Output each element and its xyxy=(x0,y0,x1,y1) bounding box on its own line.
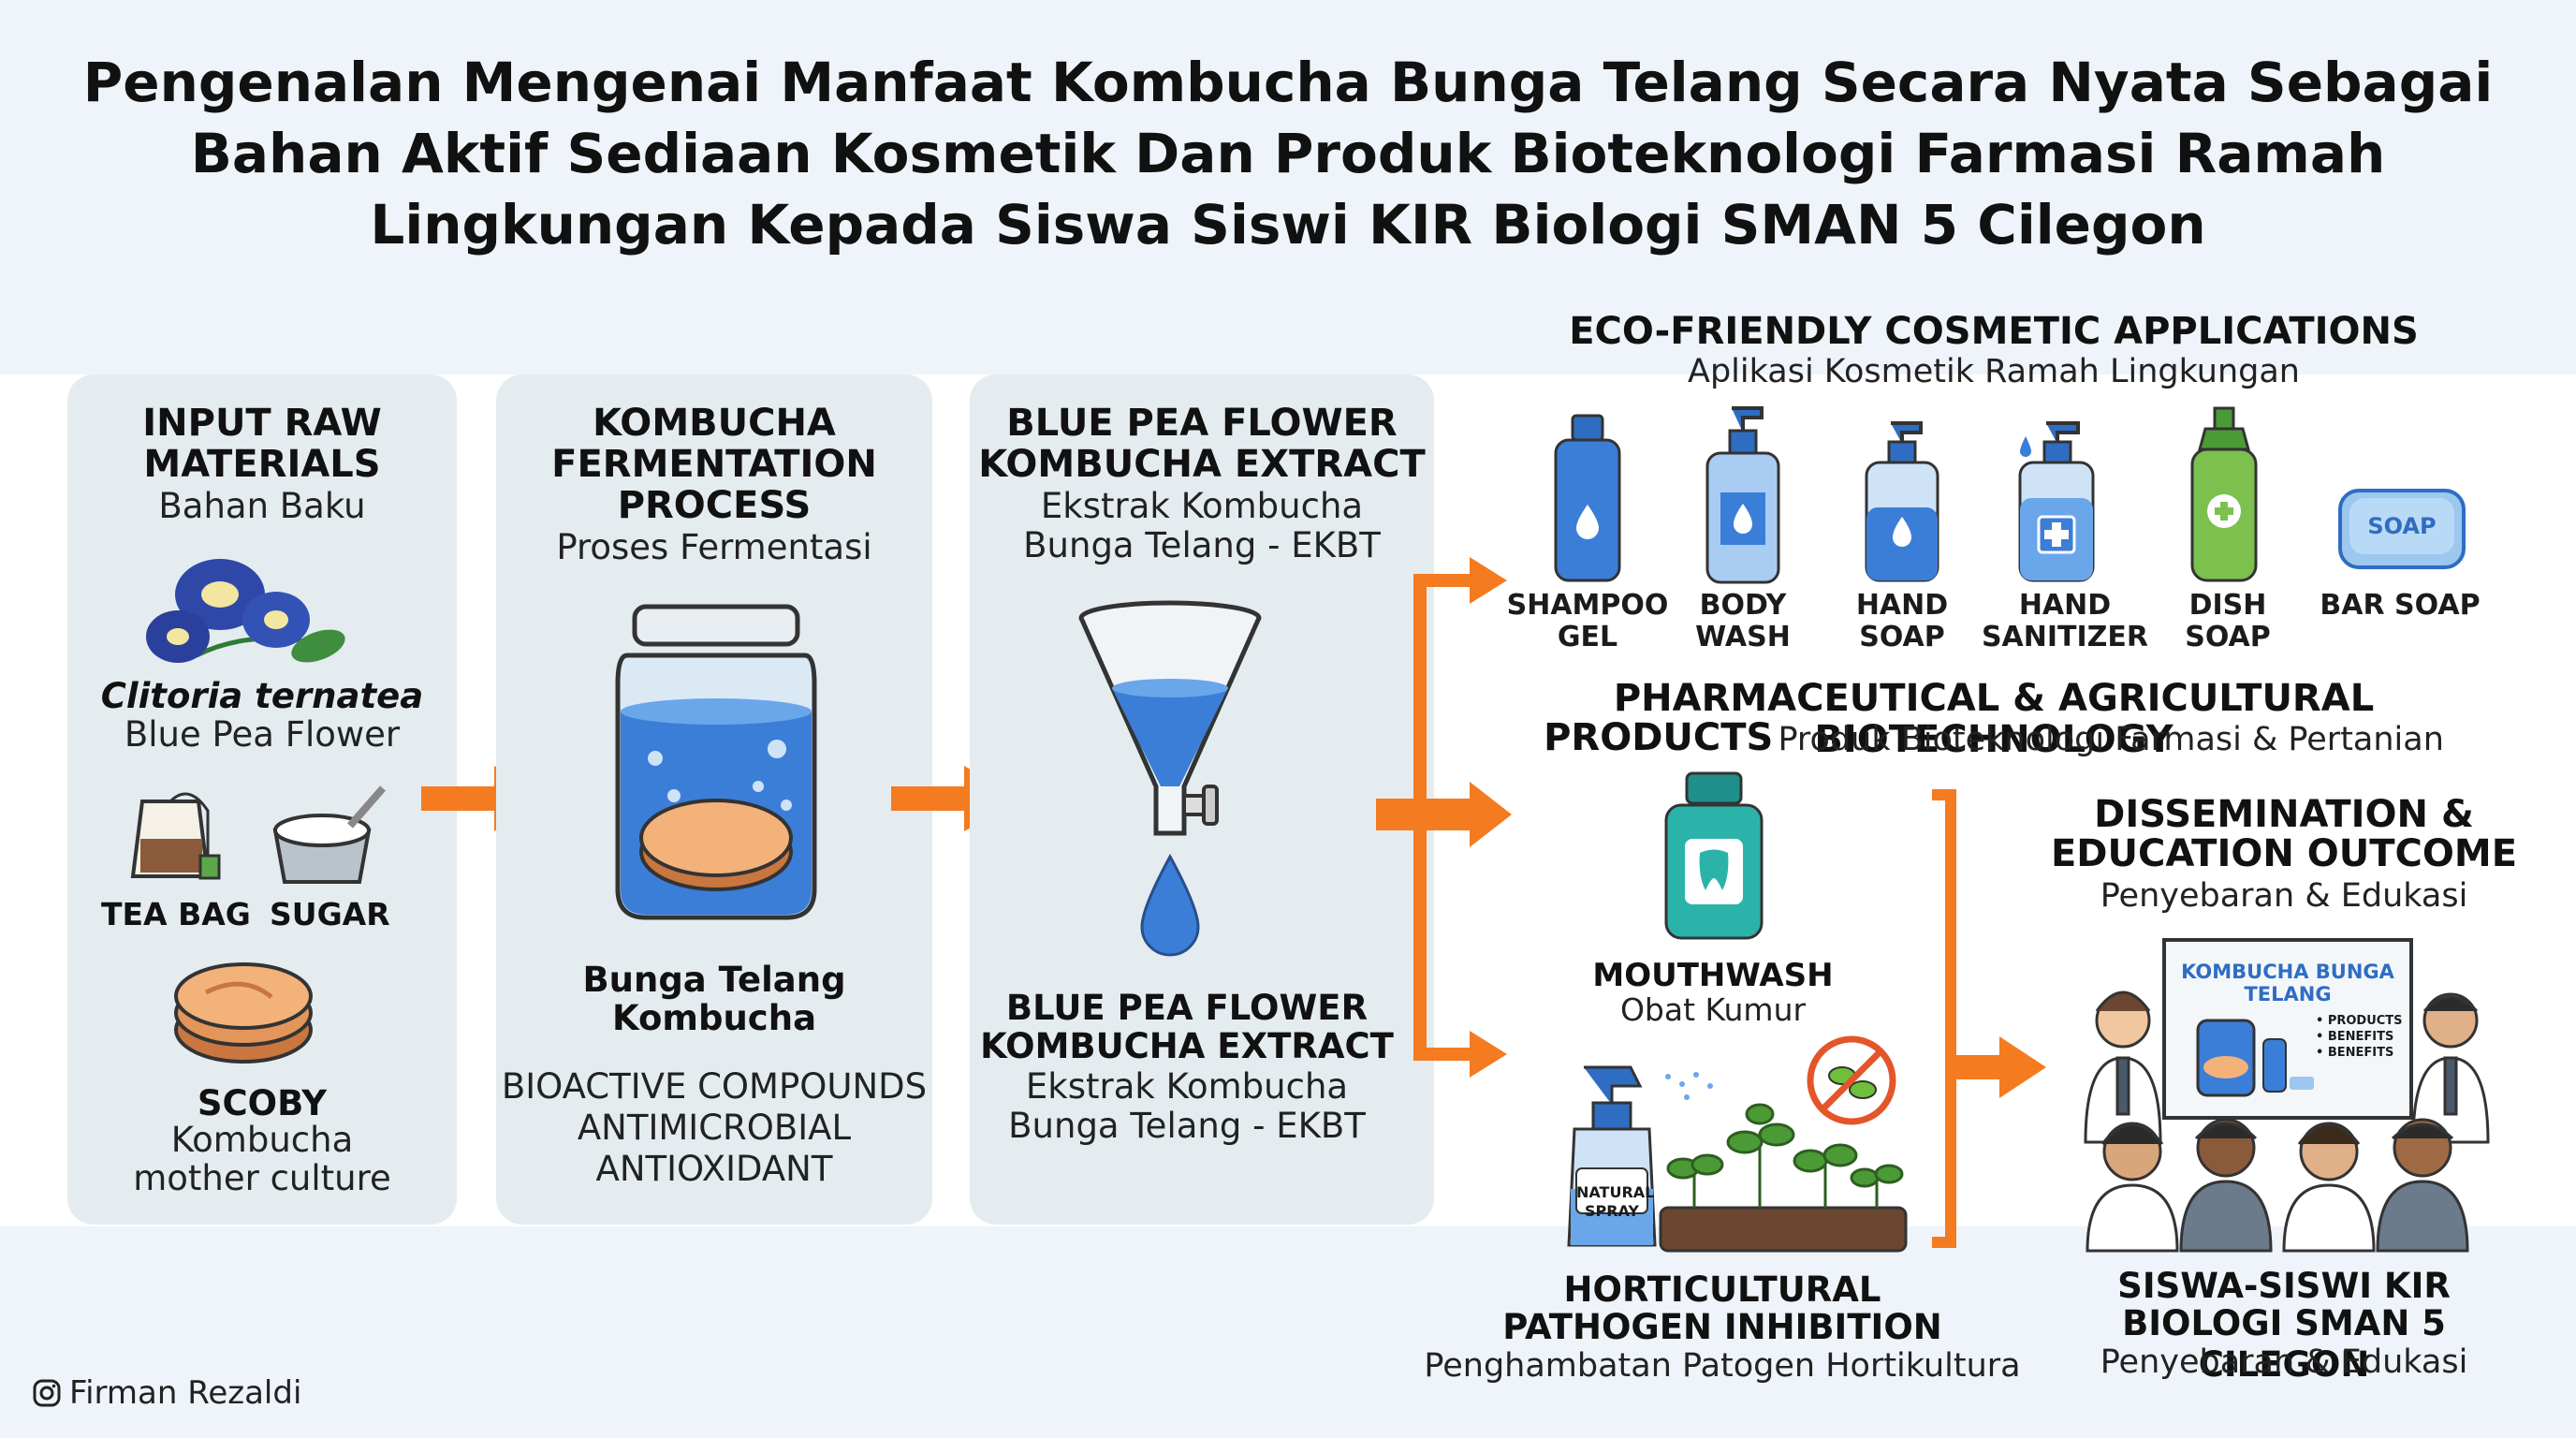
product-line-2: WASH xyxy=(1695,621,1791,653)
product-label-bar-soap: BAR SOAP xyxy=(2316,590,2484,622)
extract-bottom-heading-2: KOMBUCHA EXTRACT xyxy=(980,1026,1394,1066)
tea-bag-icon xyxy=(130,792,221,880)
mouthwash-sub: Obat Kumur xyxy=(1619,991,1807,1028)
pharma-heading-1: PHARMACEUTICAL & AGRICULTURAL BIOTECHNOL… xyxy=(1613,677,2375,761)
pharma-subtitle: Produk Bioteknologi Farmasi & Pertanian xyxy=(1778,721,2444,758)
students-sub: Penyebaran & Edukasi xyxy=(2100,1343,2468,1381)
product-line-1: DISH SOAP xyxy=(2185,589,2271,653)
sugar-icon xyxy=(272,785,387,884)
bracket-arrow xyxy=(1932,789,2046,1248)
product-label-shampoo: SHAMPOO GEL xyxy=(1503,590,1672,653)
hand-sanitizer-bottle-icon xyxy=(2018,421,2095,582)
scoby-sub-1: Kombucha xyxy=(170,1120,354,1160)
board-bullet: • PRODUCTS xyxy=(2316,1014,2403,1028)
product-label-dish-soap: DISH SOAP xyxy=(2144,590,2312,653)
sugar-label: SUGAR xyxy=(270,896,390,932)
product-label-body-wash: BODY WASH xyxy=(1659,590,1827,653)
pharma-heading-2: PRODUCTS xyxy=(1544,716,1774,759)
extract-heading-2: KOMBUCHA EXTRACT xyxy=(978,443,1426,486)
outcome-subtitle: Penyebaran & Edukasi xyxy=(2100,877,2468,915)
bacteria-icon xyxy=(1807,1035,1896,1125)
flower-common-name: Blue Pea Flower xyxy=(124,714,401,755)
product-label-hand-soap: HAND SOAP xyxy=(1818,590,1986,653)
plant-icon xyxy=(1659,1103,1908,1253)
title-line-3: Lingkungan Kepada Siswa Siswi KIR Biolog… xyxy=(370,193,2206,257)
product-line-1: BODY xyxy=(1699,589,1787,622)
title-line-2: Bahan Aktif Sediaan Kosmetik Dan Produk … xyxy=(190,122,2386,185)
product-line-1: BAR SOAP xyxy=(2320,589,2481,622)
board-title: KOMBUCHA BUNGA TELANG xyxy=(2164,961,2411,1005)
funnel-icon xyxy=(1078,600,1262,957)
scoby-sub-2: mother culture xyxy=(133,1158,391,1198)
input-heading-1: INPUT RAW xyxy=(142,402,382,445)
dish-soap-bottle-icon xyxy=(2190,406,2258,582)
mouthwash-label: MOUTHWASH xyxy=(1592,957,1834,994)
fermentation-subtitle: Proses Fermentasi xyxy=(556,527,872,567)
cosmetic-subtitle: Aplikasi Kosmetik Ramah Lingkungan xyxy=(1688,353,2300,390)
hand-soap-bottle-icon xyxy=(1865,421,1939,582)
classroom-icon xyxy=(2084,938,2490,1253)
spray-label-1: NATURAL xyxy=(1576,1183,1655,1201)
horticultural-heading-2: PATHOGEN INHIBITION xyxy=(1502,1307,1942,1347)
mouthwash-icon xyxy=(1664,771,1764,940)
extract-subtitle-2: Bunga Telang - EKBT xyxy=(1023,525,1381,565)
jar-label-1: Bunga Telang xyxy=(582,960,846,1000)
outcome-heading-1: DISSEMINATION & xyxy=(2094,793,2474,836)
input-panel: INPUT RAW MATERIALS Bahan Baku Clitoria … xyxy=(67,374,457,1225)
tea-bag-label: TEA BAG xyxy=(101,896,251,932)
board-bullets: • PRODUCTS • BENEFITS • BENEFITS xyxy=(2316,1013,2403,1061)
flower-icon xyxy=(146,559,345,663)
extract-subtitle-1: Ekstrak Kombucha xyxy=(1040,486,1364,526)
board-title-2: TELANG xyxy=(2244,983,2332,1005)
cosmetic-heading: ECO-FRIENDLY COSMETIC APPLICATIONS xyxy=(1569,310,2419,353)
bar-soap-label: SOAP xyxy=(2367,513,2437,539)
fermentation-heading-1: KOMBUCHA xyxy=(593,402,836,445)
title-line-1: Pengenalan Mengenai Manfaat Kombucha Bun… xyxy=(82,51,2494,114)
property-2: ANTIMICROBIAL xyxy=(577,1108,852,1148)
product-line-1: HAND xyxy=(2018,589,2112,622)
input-subtitle: Bahan Baku xyxy=(158,486,366,526)
footer-author: Firman Rezaldi xyxy=(69,1374,302,1412)
horticultural-sub: Penghambatan Patogen Hortikultura xyxy=(1424,1347,2021,1385)
branch-arrows xyxy=(1376,557,1512,1078)
shampoo-bottle-icon xyxy=(1554,414,1621,582)
spray-label: NATURAL SPRAY xyxy=(1576,1183,1655,1221)
product-line-2: GEL xyxy=(1557,621,1618,653)
extract-bottom-sub-2: Bunga Telang - EKBT xyxy=(1008,1106,1366,1146)
instagram-icon xyxy=(33,1379,61,1407)
product-line-2: SOAP xyxy=(1859,621,1945,653)
fermentation-heading-2: FERMENTATION xyxy=(551,443,877,486)
product-line-1: SHAMPOO xyxy=(1506,589,1669,622)
board-bullet: • BENEFITS xyxy=(2316,1030,2394,1044)
spray-icon xyxy=(1567,1065,1713,1247)
jar-label-2: Kombucha xyxy=(611,998,817,1038)
product-line-1: HAND xyxy=(1855,589,1949,622)
page-title: Pengenalan Mengenai Manfaat Kombucha Bun… xyxy=(75,47,2501,260)
input-heading-2: MATERIALS xyxy=(143,443,381,486)
property-3: ANTIOXIDANT xyxy=(595,1149,833,1189)
horticultural-heading-1: HORTICULTURAL xyxy=(1563,1269,1881,1310)
product-line-2: SANITIZER xyxy=(1981,621,2149,653)
extract-bottom-heading-1: BLUE PEA FLOWER xyxy=(1005,988,1368,1028)
body-wash-bottle-icon xyxy=(1705,406,1780,584)
extract-bottom-sub-1: Ekstrak Kombucha xyxy=(1025,1066,1349,1107)
flower-scientific-name: Clitoria ternatea xyxy=(100,676,424,716)
footer-credit: Firman Rezaldi xyxy=(32,1374,301,1412)
product-label-hand-sanitizer: HAND SANITIZER xyxy=(1966,590,2164,653)
students-heading-1: SISWA-SISWI KIR xyxy=(2117,1266,2451,1306)
scoby-icon xyxy=(174,962,313,1064)
soap-icon xyxy=(2338,489,2466,569)
scoby-label: SCOBY xyxy=(197,1083,328,1123)
jar-icon xyxy=(615,604,817,920)
spray-label-2: SPRAY xyxy=(1584,1202,1639,1220)
property-1: BIOACTIVE COMPOUNDS xyxy=(501,1066,928,1107)
extract-heading-1: BLUE PEA FLOWER xyxy=(1006,402,1398,445)
outcome-heading-2: EDUCATION OUTCOME xyxy=(2050,832,2518,875)
students-heading-2: BIOLOGI SMAN 5 CILEGON xyxy=(2122,1303,2446,1385)
fermentation-heading-3: PROCESS xyxy=(617,484,812,527)
board-title-1: KOMBUCHA BUNGA xyxy=(2181,961,2394,983)
board-bullet: • BENEFITS xyxy=(2316,1046,2394,1060)
pharma-heading-row: PRODUCTS Produk Bioteknologi Farmasi & P… xyxy=(1498,717,2490,759)
extract-panel: BLUE PEA FLOWER KOMBUCHA EXTRACT Ekstrak… xyxy=(970,374,1434,1225)
